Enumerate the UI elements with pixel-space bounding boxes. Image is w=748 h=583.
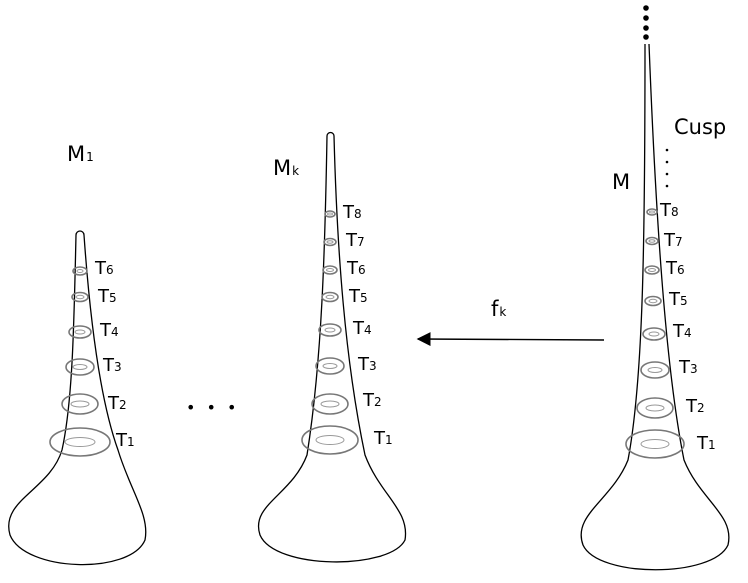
torus-m1-1 bbox=[49, 427, 111, 457]
map-arrow: fk bbox=[416, 297, 605, 347]
torus-label-m1-6: T6 bbox=[94, 258, 114, 279]
torus-m1-2 bbox=[61, 393, 99, 415]
torus-mk-8 bbox=[324, 210, 336, 218]
torus-m1-6 bbox=[72, 266, 88, 276]
torus-label-m-3: T3 bbox=[678, 357, 698, 378]
torus-label-m-6: T6 bbox=[665, 258, 685, 279]
manifold-m: Cusp bbox=[580, 5, 730, 571]
torus-mk-6 bbox=[322, 265, 338, 275]
torus-label-m1-3: T3 bbox=[102, 355, 122, 376]
torus-label-m1-5: T5 bbox=[97, 286, 117, 307]
torus-m1-5 bbox=[71, 291, 89, 303]
torus-mk-2 bbox=[311, 393, 349, 415]
torus-label-m-2: T2 bbox=[685, 396, 705, 417]
torus-label-mk-5: T5 bbox=[348, 286, 368, 307]
torus-m-5 bbox=[644, 295, 662, 307]
cusp-dots bbox=[665, 148, 669, 188]
torus-label-m1-2: T2 bbox=[107, 393, 127, 414]
torus-m-3 bbox=[640, 361, 670, 379]
manifold-m-outline bbox=[580, 43, 730, 571]
manifold-m1: M1 T6 T5 T4 T3 T2 T1 bbox=[8, 142, 147, 566]
torus-label-mk-8: T8 bbox=[342, 202, 362, 223]
torus-m-4 bbox=[642, 327, 666, 341]
torus-mk-3 bbox=[315, 357, 345, 375]
torus-m-1 bbox=[625, 429, 685, 459]
manifold-m1-outline bbox=[8, 230, 147, 566]
manifold-mk-outline bbox=[257, 131, 407, 563]
torus-mk-4 bbox=[318, 323, 342, 337]
torus-label-mk-6: T6 bbox=[346, 258, 366, 279]
arrow-line bbox=[416, 332, 605, 347]
ellipsis-dots: • • • bbox=[186, 398, 239, 417]
torus-label-m-8: T8 bbox=[659, 200, 679, 221]
torus-label-m-4: T4 bbox=[672, 321, 692, 342]
torus-label-mk-3: T3 bbox=[357, 354, 377, 375]
torus-m-6 bbox=[644, 265, 660, 275]
torus-mk-7 bbox=[323, 237, 337, 247]
torus-label-m1-1: T1 bbox=[115, 430, 135, 451]
torus-label-mk-4: T4 bbox=[352, 318, 372, 339]
torus-m-2 bbox=[636, 397, 674, 419]
torus-label-m1-4: T4 bbox=[99, 320, 119, 341]
torus-m-8 bbox=[646, 208, 658, 216]
torus-label-m-7: T7 bbox=[663, 230, 683, 251]
vertical-ellipsis-top bbox=[643, 5, 649, 40]
torus-label-mk-7: T7 bbox=[345, 230, 365, 251]
torus-mk-5 bbox=[321, 291, 339, 303]
torus-label-m-1: T1 bbox=[696, 433, 716, 454]
manifold-mk: Mk T8 T7 T6 T5 T4 T3 T2 T1 bbox=[257, 131, 407, 563]
torus-label-m-5: T5 bbox=[668, 289, 688, 310]
manifold-m-label: M bbox=[612, 170, 630, 194]
torus-m-7 bbox=[645, 236, 659, 246]
torus-m1-3 bbox=[65, 358, 95, 376]
manifold-mk-label: Mk bbox=[273, 156, 299, 180]
torus-label-mk-2: T2 bbox=[362, 390, 382, 411]
torus-m1-4 bbox=[68, 325, 92, 339]
arrow-label: fk bbox=[491, 297, 506, 321]
torus-label-mk-1: T1 bbox=[373, 428, 393, 449]
manifold-m1-label: M1 bbox=[67, 142, 94, 166]
torus-mk-1 bbox=[301, 425, 359, 455]
cusp-label: Cusp bbox=[674, 115, 726, 139]
